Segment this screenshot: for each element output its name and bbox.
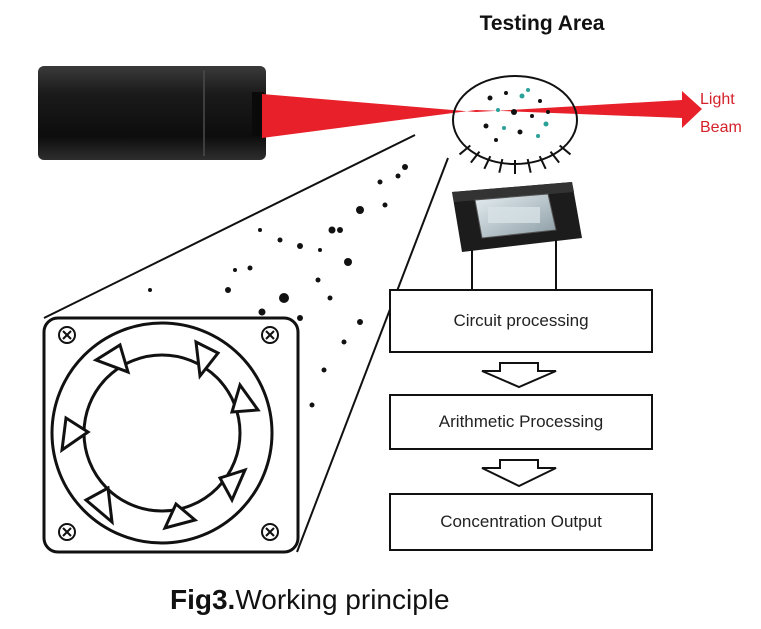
scatter-ray	[549, 150, 560, 164]
particle-dot	[395, 173, 401, 179]
photodetector-sensor-icon	[452, 182, 582, 252]
scatter-ray	[498, 158, 504, 173]
figure-caption: Fig3.Working principle	[170, 584, 450, 616]
scatter-particle	[487, 95, 493, 101]
flow-arrow-down-1	[481, 362, 557, 389]
scatter-particle	[543, 121, 549, 127]
scatter-particle	[546, 110, 550, 114]
particle-dot	[341, 339, 347, 345]
particle-dot	[328, 226, 336, 234]
particle-dot	[327, 295, 333, 301]
particle-dot	[318, 248, 322, 252]
scatter-ray	[526, 158, 532, 173]
scatter-particle	[526, 88, 530, 92]
testing-area-title: Testing Area	[479, 12, 605, 35]
particle-dot	[279, 293, 289, 303]
particle-dot	[382, 202, 388, 208]
laser-emitter-icon	[38, 66, 266, 160]
particle-dot	[258, 228, 262, 232]
flow-step-label: Concentration Output	[440, 512, 602, 531]
figure-caption-text: Working principle	[235, 584, 450, 615]
particle-dot	[297, 315, 303, 321]
light-beam-label-line1: Light	[700, 91, 735, 108]
testing-area-circle	[452, 75, 578, 174]
scatter-particle	[511, 109, 517, 115]
particle-dot	[356, 206, 364, 214]
particle-dot	[357, 319, 363, 325]
particle-dot	[258, 308, 266, 316]
light-beam-label-line2: Beam	[700, 119, 742, 136]
particle-dot	[377, 179, 383, 185]
flow-step-label: Arithmetic Processing	[438, 412, 604, 431]
scatter-particle	[504, 91, 508, 95]
flow-box-output	[389, 493, 653, 551]
particle-dot	[297, 243, 303, 249]
scatter-particle	[502, 126, 506, 130]
figure-caption-prefix: Fig3.	[170, 584, 236, 615]
particle-dots	[148, 164, 408, 408]
scatter-particle	[494, 138, 498, 142]
scatter-ray	[470, 150, 481, 164]
scatter-ray	[483, 155, 492, 170]
particle-dot	[225, 287, 231, 293]
scatter-particle	[519, 93, 525, 99]
fan-icon	[42, 316, 300, 554]
particle-dot	[148, 288, 152, 292]
particle-dot	[315, 277, 321, 283]
particle-dot	[233, 268, 237, 272]
scatter-particle	[530, 114, 534, 118]
particle-dot	[247, 265, 253, 271]
funnel-line-left	[43, 134, 416, 319]
scatter-particle	[517, 129, 523, 135]
scatter-particle	[538, 99, 542, 103]
flow-step-label: Circuit processing	[453, 311, 589, 330]
scatter-particle	[536, 134, 540, 138]
scatter-particle	[496, 108, 500, 112]
particle-dot	[402, 164, 408, 170]
particle-dot	[277, 237, 283, 243]
scatter-particle	[483, 123, 489, 129]
flow-arrow-down-2	[481, 459, 557, 488]
scatter-ray	[458, 144, 471, 156]
flow-box-arithmetic	[389, 394, 653, 450]
particle-dot	[321, 367, 327, 373]
funnel-line-right	[296, 157, 449, 553]
flow-box-circuit	[389, 289, 653, 353]
particle-dot	[344, 258, 352, 266]
light-beam	[262, 91, 702, 138]
particle-dot	[309, 402, 315, 408]
scatter-ray	[559, 144, 572, 156]
scatter-ray	[538, 155, 547, 170]
particle-dot	[337, 227, 343, 233]
